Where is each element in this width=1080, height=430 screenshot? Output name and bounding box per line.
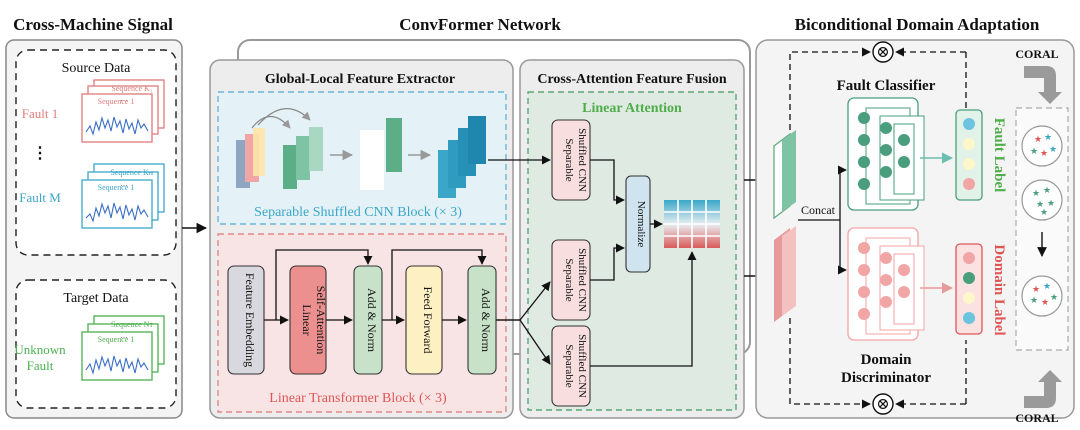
sscnn-label: Shuffled CNN [576,248,588,312]
svg-text:★: ★ [1030,295,1038,305]
fault-label-vector [955,109,983,201]
otimes-bottom-symbol: ⊗ [876,396,889,413]
fault-classifier-title: Fault Classifier [837,78,936,94]
feature-embedding-label: Feature Embedding [243,273,257,367]
concat-label: Concat [801,203,836,217]
source-data-title: Source Data [62,61,132,76]
normalize-label: Normalize [635,201,647,248]
svg-text:★: ★ [1049,144,1057,154]
otimes-top [872,41,894,63]
otimes-bottom [872,393,894,415]
section-title-network: ConvFormer Network [399,15,561,34]
seq-1-label: Sequence 1 [98,335,135,344]
svg-text:★: ★ [1032,188,1040,198]
sscnn-label: Separable [563,344,575,387]
target-data-title: Target Data [63,291,129,306]
svg-text:★: ★ [1032,284,1040,294]
svg-text:★: ★ [1043,185,1051,195]
domain-discriminator-title-2: Discriminator [841,370,931,386]
fault-m-signal-wave [85,202,149,223]
unknown-fault-label-2: Fault [27,358,54,373]
sscnn-label: Shuffled CNN [576,334,588,398]
domain-discriminator-network [847,227,925,341]
extractor-title: Global-Local Feature Extractor [265,72,455,87]
cnn-block-label: Separable Shuffled CNN Block (× 3) [254,205,462,220]
linear-self-attention-label-2: Self-Attention [314,286,328,355]
target-signal-wave [85,355,149,376]
svg-text:★: ★ [1043,281,1051,291]
add-norm-label-2: Add & Norm [479,288,493,353]
seq-km-label: Sequence Kₘ [110,168,153,177]
seq-dots: … [120,94,128,103]
transformer-block-label: Linear Transformer Block (× 3) [269,391,447,406]
fault-m-label: Fault M [19,190,61,205]
add-norm-label-1: Add & Norm [365,288,379,353]
coral-arrow-bottom [1024,370,1062,408]
fault-label-text: Fault Label [991,118,1007,193]
cluster-mixed-bottom: ★ ★ ★ ★ ★ [1021,275,1063,317]
transformer-block: Feature Embedding Linear Self-Attention … [217,233,507,413]
section-title-signal: Cross-Machine Signal [13,15,173,34]
sscnn-label: Separable [563,258,575,301]
cluster-green: ★ ★ ★ ★ ★ [1021,179,1063,221]
coral-label-top: CORAL [1015,47,1058,61]
otimes-top-symbol: ⊗ [876,44,889,61]
domain-label-text: Domain Label [991,244,1007,335]
target-data-box: Target Data Sequence Nᴛ … Sequence 1 Unk… [14,279,177,409]
linear-attention-title: Linear Attention [582,101,682,116]
fusion-title: Cross-Attention Feature Fusion [537,72,726,87]
feed-forward-label: Feed Forward [421,287,435,354]
svg-text:★: ★ [1036,199,1044,209]
source-data-box: Source Data Sequence K₁ … Sequence 1 Fau… [15,49,177,256]
seq-nt-label: Sequence Nᴛ [111,320,153,329]
svg-text:★: ★ [1041,297,1049,307]
linear-self-attention-label-1: Linear [300,304,314,335]
svg-text:★: ★ [1040,207,1048,217]
fault-classifier-network [847,97,925,211]
svg-text:★: ★ [1040,148,1048,158]
attention-matrix [664,200,720,248]
svg-text:★: ★ [1044,132,1052,142]
seq-k1-label: Sequence K₁ [111,84,152,93]
coral-label-bottom: CORAL [1015,411,1058,425]
domain-label-vector [955,243,983,335]
linear-attention-box: Linear Attention Separable Shuffled CNN … [527,91,737,411]
unknown-fault-label-1: Unknown [14,342,66,357]
sscnn-label: Separable [563,138,575,181]
seq-dots: … [120,331,128,340]
domain-discriminator-title-1: Domain [861,352,912,368]
coral-arrow-top [1024,66,1062,104]
cluster-mixed-top: ★ ★ ★ ★ ★ [1021,125,1063,167]
sscnn-label: Shuffled CNN [576,128,588,192]
svg-text:★: ★ [1030,146,1038,156]
cnn-block: Separable Shuffled CNN Block (× 3) [217,91,507,225]
svg-text:★: ★ [1050,292,1058,302]
seq-1-label: Sequence 1 [98,183,135,192]
svg-text:★: ★ [1034,134,1042,144]
seq-dots: … [120,179,128,188]
svg-text:★: ★ [1047,198,1055,208]
fault-feature-bar [773,130,796,220]
section-title-adaptation: Biconditional Domain Adaptation [795,15,1040,34]
domain-feature-bar [774,226,796,322]
fault-1-label: Fault 1 [22,106,58,121]
vertical-ellipsis: ⋮ [32,145,48,162]
fault-1-signal-wave [85,115,149,136]
seq-1-label: Sequence 1 [98,97,135,106]
